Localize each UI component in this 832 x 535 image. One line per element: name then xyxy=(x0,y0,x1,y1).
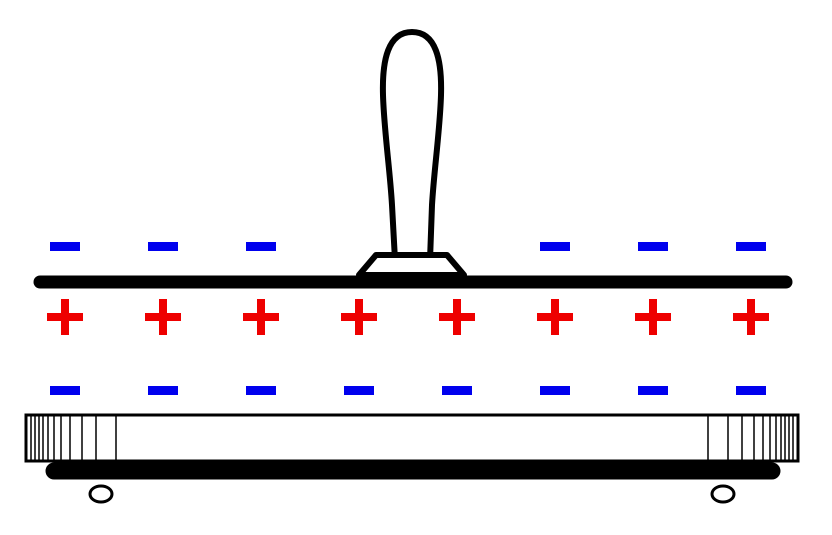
right-foot xyxy=(710,484,736,504)
negative-charge xyxy=(148,386,178,395)
positive-charge xyxy=(537,299,573,335)
positive-charge xyxy=(47,299,83,335)
handle-mount xyxy=(356,252,467,278)
lower-negative-charge-row xyxy=(50,386,766,395)
negative-charge xyxy=(736,242,766,251)
negative-charge xyxy=(148,242,178,251)
negative-charge xyxy=(638,242,668,251)
negative-charge xyxy=(246,242,276,251)
insulator-right-ribs xyxy=(707,416,794,460)
positive-charge xyxy=(439,299,475,335)
positive-charge xyxy=(635,299,671,335)
positive-charge xyxy=(243,299,279,335)
insulating-base xyxy=(24,413,800,463)
positive-charge xyxy=(341,299,377,335)
insulating-handle xyxy=(356,29,467,278)
negative-charge xyxy=(246,386,276,395)
negative-charge xyxy=(50,242,80,251)
positive-charge xyxy=(145,299,181,335)
left-foot xyxy=(88,484,114,504)
negative-charge xyxy=(344,386,374,395)
negative-charge xyxy=(50,386,80,395)
insulator-body xyxy=(24,413,800,463)
insulator-left-ribs xyxy=(30,416,117,460)
handle-grip xyxy=(379,29,445,263)
negative-charge xyxy=(638,386,668,395)
positive-charge-row xyxy=(47,299,769,335)
negative-charge xyxy=(736,386,766,395)
positive-charge xyxy=(733,299,769,335)
negative-charge xyxy=(442,386,472,395)
negative-charge xyxy=(540,242,570,251)
upper-negative-charge-row xyxy=(50,242,766,251)
negative-charge xyxy=(540,386,570,395)
